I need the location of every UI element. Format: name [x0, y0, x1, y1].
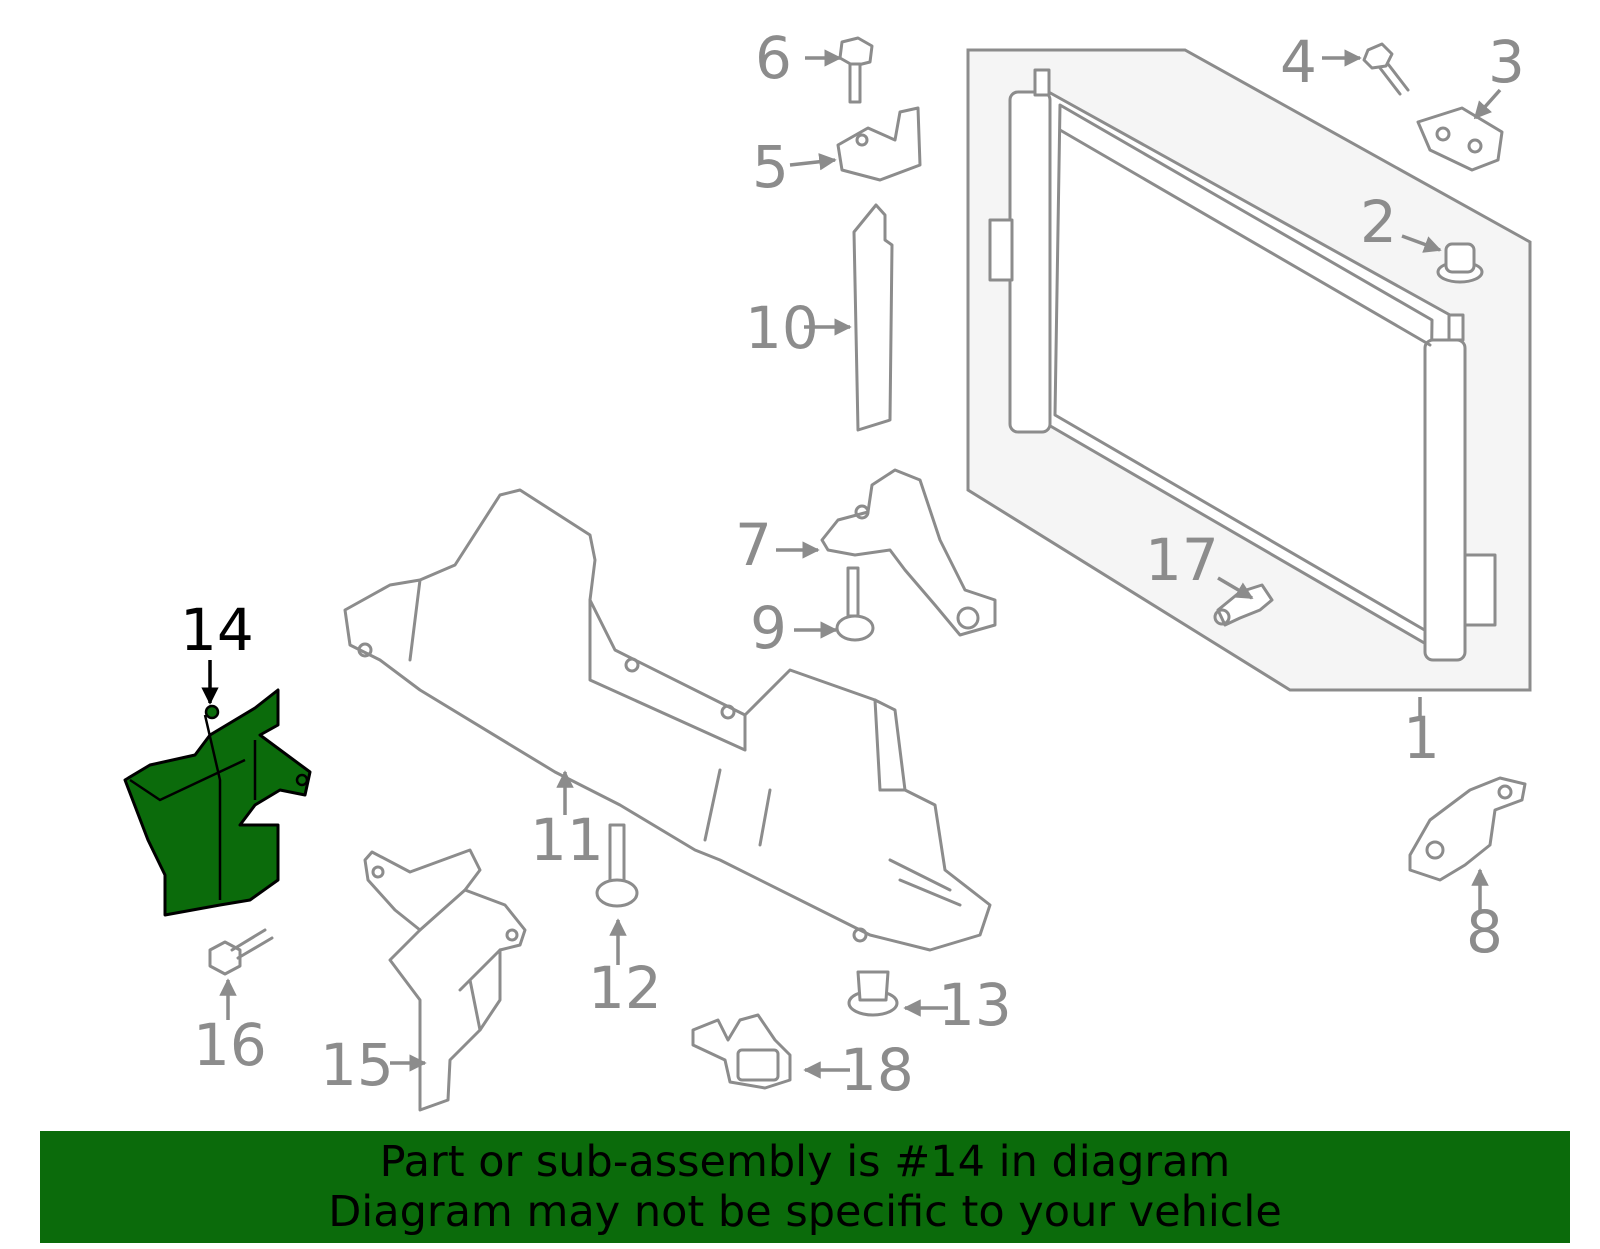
callout-11: 11	[530, 806, 604, 874]
part-13-nut	[847, 970, 899, 1017]
callout-14: 14	[180, 596, 254, 664]
callout-12: 12	[588, 954, 662, 1022]
info-banner: Part or sub-assembly is #14 in diagram D…	[40, 1131, 1570, 1243]
callout-6: 6	[755, 24, 792, 92]
callout-7: 7	[735, 511, 772, 579]
part-12-bolt	[595, 823, 639, 908]
callout-5: 5	[752, 133, 789, 201]
callout-1: 1	[1403, 704, 1440, 772]
callout-18: 18	[840, 1036, 914, 1104]
part-1-radiator	[966, 48, 1532, 692]
part-7-bracket	[820, 468, 997, 637]
callout-17: 17	[1145, 526, 1219, 594]
callout-16: 16	[193, 1011, 267, 1079]
leader-lines	[201, 49, 1502, 1079]
part-18-sensor	[691, 1013, 792, 1090]
part-8-bracket	[1408, 776, 1527, 882]
part-14-highlighted	[123, 688, 312, 917]
callout-4: 4	[1280, 28, 1317, 96]
part-2-cap	[1436, 242, 1484, 284]
part-16-bolt	[208, 928, 274, 976]
part-11-shroud	[343, 488, 992, 952]
callouts: 1 2 3 4 5 6 7 8 9 10 11 12 13 14 15 16 1…	[180, 24, 1525, 1104]
part-4-bolt	[1362, 42, 1410, 96]
banner-line-2: Diagram may not be specific to your vehi…	[328, 1187, 1282, 1237]
callout-3: 3	[1488, 28, 1525, 96]
part-6-bolt	[838, 36, 874, 104]
callout-2: 2	[1360, 188, 1397, 256]
callout-8: 8	[1466, 898, 1503, 966]
callout-15: 15	[320, 1031, 394, 1099]
callout-13: 13	[938, 971, 1012, 1039]
banner-line-1: Part or sub-assembly is #14 in diagram	[379, 1137, 1231, 1187]
part-10-seal-strip	[852, 203, 894, 432]
part-5-bracket	[836, 106, 922, 182]
callout-9: 9	[750, 594, 787, 662]
part-3-bracket	[1416, 106, 1504, 172]
part-9-bolt	[835, 566, 875, 642]
part-15-bracket	[363, 848, 527, 1112]
callout-10: 10	[745, 294, 819, 362]
